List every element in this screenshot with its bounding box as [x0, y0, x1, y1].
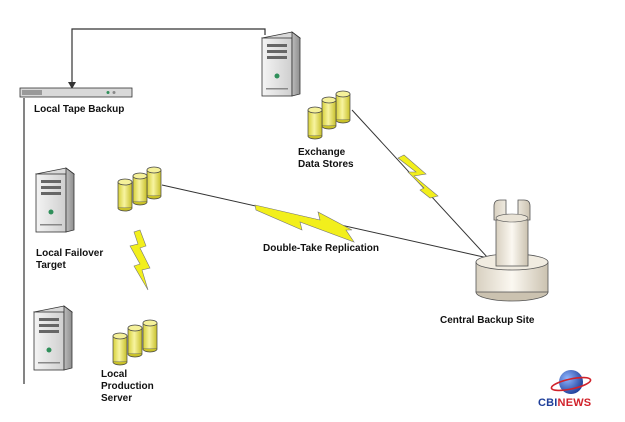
failover-server	[35, 167, 75, 233]
production-server	[33, 305, 73, 371]
tape-to-exchange-line	[71, 28, 266, 88]
double-take-replication-label: Double-Take Replication	[263, 243, 379, 254]
local-production-server-label: Local Production Server	[101, 369, 154, 404]
exchange-server	[261, 31, 301, 97]
central-backup-site-label: Central Backup Site	[440, 315, 535, 326]
lightning-exchange	[397, 154, 439, 199]
exchange-data-stores-label: Exchange Data Stores	[298, 147, 354, 170]
local-tape-backup-label: Local Tape Backup	[34, 104, 125, 115]
logo-part1: CBI	[538, 397, 558, 409]
central-backup-tower	[475, 199, 549, 302]
tape-backup-device	[19, 87, 133, 98]
globe-icon	[550, 370, 592, 394]
lightning-production	[129, 229, 151, 291]
logo-part2: NEWS	[557, 397, 592, 409]
failover-data-stores	[117, 166, 162, 212]
local-failover-target-label: Local Failover Target	[36, 248, 104, 271]
production-data-stores	[112, 319, 158, 366]
arrow-head-tape	[68, 82, 76, 89]
lightning-failover	[254, 204, 355, 243]
exchange-data-stores	[307, 90, 351, 140]
cbi-news-logo: CBINEWS	[538, 397, 591, 409]
